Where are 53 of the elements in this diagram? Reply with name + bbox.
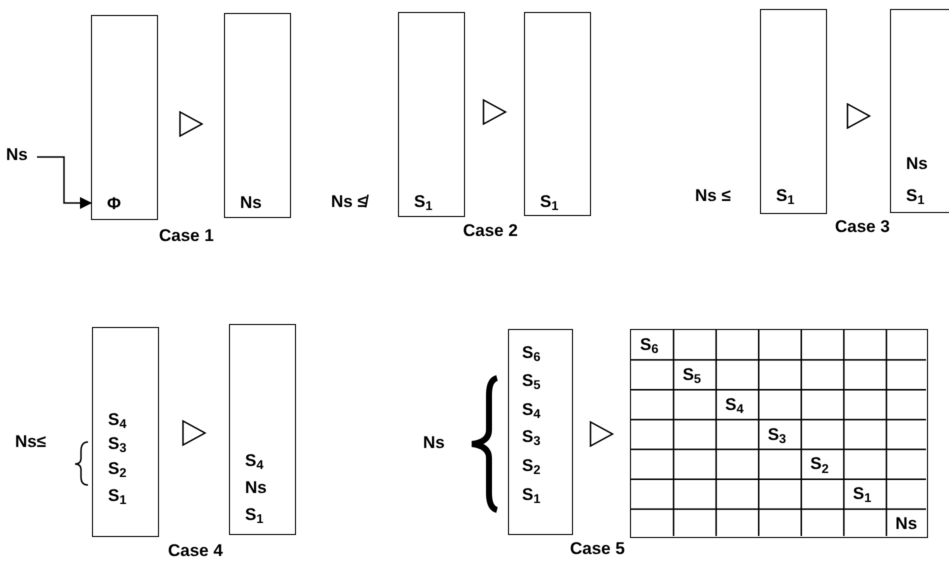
stack-entry: Ns xyxy=(906,155,928,172)
caption-label: Case 4 xyxy=(168,542,223,559)
stack-entry: S$_{1}$ xyxy=(108,487,126,504)
stack-entry: S$_{2}$ xyxy=(522,457,540,474)
stack-entry: S$_{4}$ xyxy=(245,452,264,469)
stack-entry: S$_{1}$ xyxy=(776,187,794,204)
stack-box xyxy=(524,12,591,216)
node-label: Ns xyxy=(6,146,28,163)
stack-entry: S$_{4}$ xyxy=(108,411,126,428)
cell-text: S$_{4}$ xyxy=(725,396,744,413)
caption-label: Case 2 xyxy=(463,222,518,239)
stack-box xyxy=(890,9,949,213)
stack-entry: S$_{3}$ xyxy=(522,428,540,445)
cell-text: S$_{6}$ xyxy=(640,336,658,353)
stack-entry: S$_{1}$ xyxy=(414,193,432,210)
caption-label: Ns ≤ xyxy=(695,187,731,204)
stack-box xyxy=(92,327,159,537)
stack-entry: S$_{5}$ xyxy=(522,372,540,389)
cell-text: S$_{1}$ xyxy=(852,485,872,502)
stack-entry: S$_{2}$ xyxy=(108,460,126,477)
chevron-arrow xyxy=(182,420,207,446)
stack-entry: Ns xyxy=(240,194,262,211)
stack-box xyxy=(398,12,465,217)
caption-label: Ns ≰ xyxy=(331,193,367,210)
caption-label: Case 1 xyxy=(159,227,214,244)
stack-box xyxy=(224,13,291,218)
caption-label: Ns≤ xyxy=(15,433,46,450)
stack-box xyxy=(229,324,296,535)
chevron-arrow xyxy=(590,420,614,448)
grid-table xyxy=(630,329,928,538)
caption-label: Ns xyxy=(423,434,445,451)
chevron-arrow xyxy=(179,110,204,138)
stack-box xyxy=(508,329,573,535)
arrow xyxy=(37,156,92,209)
stack-box xyxy=(760,9,827,214)
stack-entry: S$_{1}$ xyxy=(245,506,264,523)
chevron-arrow xyxy=(846,102,872,130)
stack-entry: Φ xyxy=(107,195,121,212)
stack-entry: S$_{4}$ xyxy=(522,401,540,418)
cell-text: S$_{2}$ xyxy=(810,455,829,472)
stack-entry: S$_{1}$ xyxy=(540,193,558,210)
caption-label: Case 3 xyxy=(835,218,890,235)
stack-box xyxy=(91,15,158,220)
stack-entry: S$_{3}$ xyxy=(108,435,126,452)
stack-entry: S$_{1}$ xyxy=(906,187,924,204)
cell-text: S$_{5}$ xyxy=(682,366,701,383)
chevron-arrow xyxy=(482,98,508,126)
stack-entry: Ns xyxy=(245,479,267,496)
stack-entry: S$_{1}$ xyxy=(522,486,540,503)
stack-entry: S$_{6}$ xyxy=(522,344,540,361)
cell-text: Ns xyxy=(895,515,918,532)
cell-text: S$_{3}$ xyxy=(768,426,786,443)
caption-label: Case 5 xyxy=(570,540,625,557)
